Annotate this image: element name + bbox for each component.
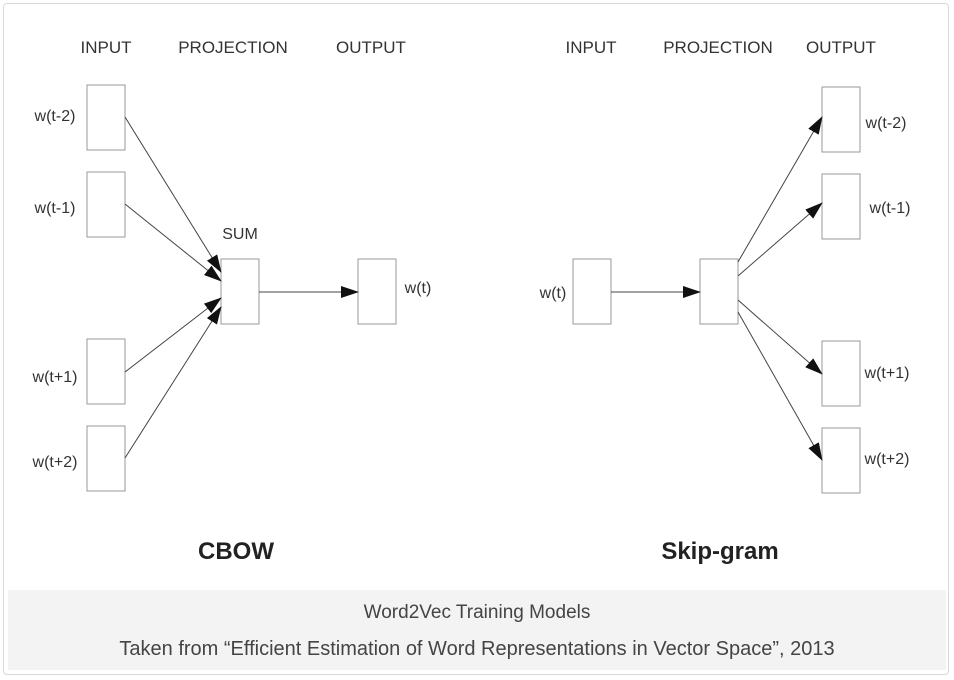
skipgram-output-label: w(t-1) — [869, 200, 911, 217]
skipgram-output-box — [821, 427, 861, 494]
cbow-edge — [124, 306, 222, 459]
skipgram-header-output: OUTPUT — [806, 38, 876, 57]
cbow-header-input: INPUT — [81, 38, 132, 57]
cbow-input-label: w(t+1) — [32, 369, 78, 386]
cbow-output-box — [357, 258, 397, 325]
skipgram-edge — [737, 299, 823, 375]
cbow-input-label: w(t+2) — [32, 454, 78, 471]
cbow-output-label: w(t) — [404, 280, 432, 297]
cbow-input-box — [86, 84, 126, 151]
cbow-title: CBOW — [198, 538, 274, 565]
word2vec-diagram: INPUT PROJECTION OUTPUT w(t-2) w(t-1) w(… — [32, 38, 911, 565]
skipgram-output-label: w(t-2) — [865, 115, 907, 132]
figure-caption: Word2Vec Training Models Taken from “Eff… — [8, 590, 946, 670]
skipgram-header-projection: PROJECTION — [663, 38, 773, 57]
cbow-input-box — [86, 425, 126, 492]
cbow-input-box — [86, 338, 126, 405]
skipgram-input-label: w(t) — [539, 285, 567, 302]
skipgram-output-label: w(t+2) — [864, 451, 910, 468]
skipgram-output-box — [821, 173, 861, 240]
cbow-header-projection: PROJECTION — [178, 38, 288, 57]
skipgram-output-label: w(t+1) — [864, 365, 910, 382]
skipgram-output-box — [821, 340, 861, 407]
skipgram-header-input: INPUT — [566, 38, 617, 57]
skipgram-output-box — [821, 86, 861, 153]
cbow-sum-label: SUM — [222, 226, 258, 243]
figure-frame — [3, 3, 949, 675]
cbow-header-output: OUTPUT — [336, 38, 406, 57]
cbow-edge — [124, 297, 222, 373]
skipgram-input-box — [572, 258, 612, 325]
cbow-input-label: w(t-2) — [34, 108, 76, 125]
cbow-input-box — [86, 171, 126, 238]
cbow-input-label: w(t-1) — [34, 200, 76, 217]
cbow-projection-box — [220, 258, 260, 325]
skipgram-edge — [737, 116, 823, 263]
skipgram-projection-box — [699, 258, 739, 325]
cbow-edge — [124, 116, 222, 273]
cbow-edge — [124, 203, 222, 282]
caption-source: Taken from “Efficient Estimation of Word… — [119, 638, 835, 660]
skipgram-edge — [737, 311, 823, 461]
skipgram-title: Skip-gram — [661, 538, 778, 565]
caption-title: Word2Vec Training Models — [363, 602, 591, 623]
skipgram-edge — [737, 202, 823, 277]
